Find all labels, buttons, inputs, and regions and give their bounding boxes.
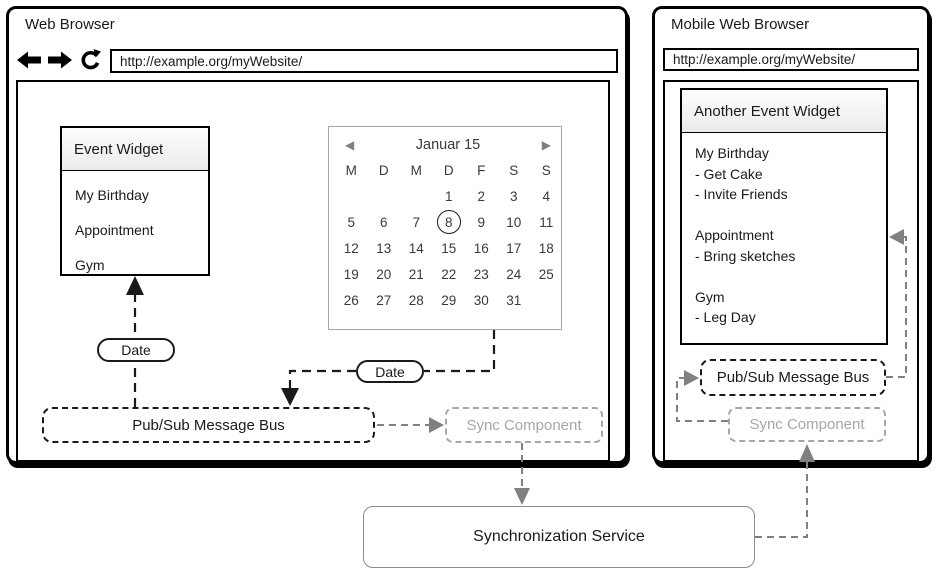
mobile-url-bar[interactable]: http://example.org/myWebsite/ [663, 48, 919, 71]
calendar-day-cell[interactable]: 11 [539, 214, 554, 230]
calendar-day-cell[interactable]: 24 [506, 266, 522, 282]
calendar-day-cell[interactable]: 6 [379, 214, 388, 230]
calendar-day-cell[interactable]: 8 [433, 209, 466, 235]
calendar-day-cell[interactable]: 10 [506, 214, 522, 230]
mobile-event-line: Appointment [695, 227, 774, 244]
web-browser-title: Web Browser [25, 16, 115, 33]
forward-arrow-icon[interactable] [48, 51, 72, 69]
browser-navbar [17, 49, 101, 71]
back-arrow-icon[interactable] [17, 51, 41, 69]
date-label-text: Date [121, 342, 151, 358]
another-event-widget-header: Another Event Widget [682, 90, 886, 133]
mobile-event-line: - Leg Day [695, 309, 756, 326]
arrowhead-down-service [514, 488, 530, 505]
calendar-day-cell[interactable]: 21 [408, 266, 424, 282]
calendar-day-cell[interactable]: 4 [542, 188, 550, 204]
calendar-day-cell[interactable]: 19 [343, 266, 359, 282]
mobile-pubsub-bus: Pub/Sub Message Bus [700, 359, 886, 396]
calendar-day-cell[interactable]: 2 [477, 188, 485, 204]
date-message-label-widget: Date [97, 338, 175, 362]
another-event-widget: Another Event Widget My Birthday - Get Ca… [680, 88, 888, 345]
calendar-day-cell[interactable] [368, 183, 401, 209]
calendar-weekday-label: S [509, 162, 519, 178]
mobile-event-line: - Bring sketches [695, 247, 796, 264]
calendar-day-cell[interactable]: 13 [376, 240, 392, 256]
calendar-weekday-label: F [477, 162, 486, 178]
calendar-day-cell[interactable]: 7 [412, 214, 420, 230]
mobile-browser-title: Mobile Web Browser [671, 16, 810, 33]
web-sync-component-label: Sync Component [466, 416, 582, 434]
calendar-day-cell[interactable]: 9 [477, 214, 485, 230]
calendar-day-cell[interactable]: 22 [441, 266, 457, 282]
event-list-item: Gym [75, 256, 105, 273]
calendar-day-cell[interactable]: 15 [441, 240, 457, 256]
another-event-widget-title: Another Event Widget [694, 102, 840, 120]
mobile-event-line: My Birthday [695, 145, 769, 162]
calendar-day-cell[interactable]: 26 [343, 292, 359, 308]
web-pubsub-bus-label: Pub/Sub Message Bus [132, 416, 285, 434]
calendar-weekday-label: M [345, 162, 357, 178]
web-pubsub-bus: Pub/Sub Message Bus [42, 407, 375, 443]
calendar-day-cell[interactable]: 31 [506, 292, 522, 308]
mobile-event-line: - Invite Friends [695, 186, 788, 203]
date-label-text: Date [375, 363, 405, 380]
calendar-prev-icon[interactable]: ◀ [345, 137, 355, 152]
calendar-day-cell[interactable]: 29 [441, 292, 457, 308]
calendar-weekday-label: D [443, 162, 454, 178]
calendar-day-cell[interactable]: 30 [473, 292, 489, 308]
mobile-sync-component-label: Sync Component [749, 416, 865, 433]
calendar-day-cell[interactable] [530, 287, 563, 313]
synchronization-service: Synchronization Service [363, 506, 755, 568]
mobile-event-line [695, 205, 886, 226]
mobile-url-text: http://example.org/myWebsite/ [673, 52, 856, 67]
calendar-day-cell[interactable]: 3 [509, 188, 518, 204]
calendar-weekday-label: D [378, 162, 389, 178]
calendar-day-cell[interactable]: 20 [376, 266, 392, 282]
reload-icon[interactable] [79, 49, 101, 71]
event-list-item: Appointment [75, 221, 154, 238]
calendar-day-cell[interactable]: 16 [473, 240, 489, 256]
calendar-header: ◀ Januar 15 ▶ [335, 132, 561, 157]
calendar-day-cell[interactable]: 1 [444, 188, 453, 204]
web-url-bar[interactable]: http://example.org/myWebsite/ [110, 49, 618, 73]
synchronization-service-label: Synchronization Service [473, 528, 645, 545]
calendar-day-cell[interactable]: 27 [376, 292, 392, 308]
web-url-text: http://example.org/myWebsite/ [120, 53, 303, 69]
web-sync-component: Sync Component [445, 407, 603, 443]
calendar-day-cell[interactable]: 17 [506, 240, 522, 256]
calendar-day-cell[interactable] [335, 183, 368, 209]
mobile-event-line: - Get Cake [695, 165, 763, 182]
mobile-event-line: Gym [695, 288, 725, 305]
calendar-day-cell[interactable] [400, 183, 433, 209]
date-message-label-calendar: Date [356, 360, 424, 383]
calendar-day-cell[interactable]: 14 [408, 240, 424, 256]
calendar-day-cell[interactable]: 23 [473, 266, 489, 282]
mobile-sync-component: Sync Component [728, 407, 886, 442]
calendar-day-cell[interactable]: 18 [538, 240, 554, 256]
event-widget-header: Event Widget [62, 128, 208, 171]
calendar-weekday-label: M [410, 162, 422, 178]
calendar-month-label: Januar 15 [415, 136, 481, 153]
calendar-day-cell[interactable]: 28 [408, 292, 424, 308]
calendar-day-cell[interactable]: 5 [347, 214, 355, 230]
mobile-pubsub-bus-label: Pub/Sub Message Bus [716, 369, 870, 386]
calendar-weekday-label: S [541, 162, 551, 178]
mobile-event-line [695, 266, 886, 287]
calendar-day-cell[interactable]: 12 [343, 240, 359, 256]
calendar-day-cell[interactable]: 25 [538, 266, 554, 282]
calendar-next-icon[interactable]: ▶ [541, 137, 551, 152]
event-list-item: My Birthday [75, 186, 149, 203]
event-widget-title: Event Widget [74, 140, 164, 158]
arrow-service-to-mobilesync [755, 461, 808, 538]
